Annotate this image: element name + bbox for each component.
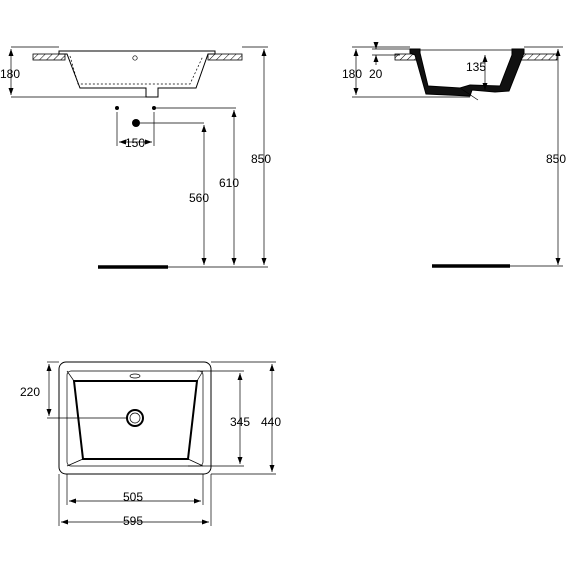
drain-hole: [126, 409, 144, 427]
front-pipe-spacing: 150: [125, 136, 145, 150]
tap-hole: [132, 55, 138, 61]
top-outer-depth: 440: [261, 415, 281, 429]
front-drain-height: 560: [189, 191, 209, 205]
side-basin-depth: 135: [466, 60, 486, 74]
side-total-height: 850: [546, 152, 566, 166]
basin-rim-inner: [66, 370, 204, 467]
top-tap-hole: [129, 373, 141, 379]
basin-front-outline: [58, 50, 216, 98]
top-inner-width: 505: [123, 490, 143, 504]
top-outer-width: 595: [123, 514, 143, 528]
top-view: 220 345 440 505 595: [20, 361, 281, 528]
side-view: 20 180 135 850: [342, 42, 566, 268]
basin-bowl: [72, 380, 199, 460]
front-total-height: 850: [251, 152, 271, 166]
front-view: 180 150 560 610 850: [0, 46, 271, 269]
countertop-left: [32, 53, 66, 61]
basin-front-inner: [69, 55, 204, 85]
drain-point: [132, 119, 140, 127]
side-rim-height: 180: [342, 67, 362, 81]
countertop-right: [207, 53, 243, 61]
basin-side-section: [409, 48, 525, 97]
supply-left: [115, 106, 119, 110]
front-supply-height: 610: [219, 176, 239, 190]
top-drain-offset: 220: [20, 385, 40, 399]
front-rim-height: 180: [0, 67, 20, 81]
side-rim-thickness: 20: [369, 67, 383, 81]
top-inner-depth: 345: [230, 415, 250, 429]
